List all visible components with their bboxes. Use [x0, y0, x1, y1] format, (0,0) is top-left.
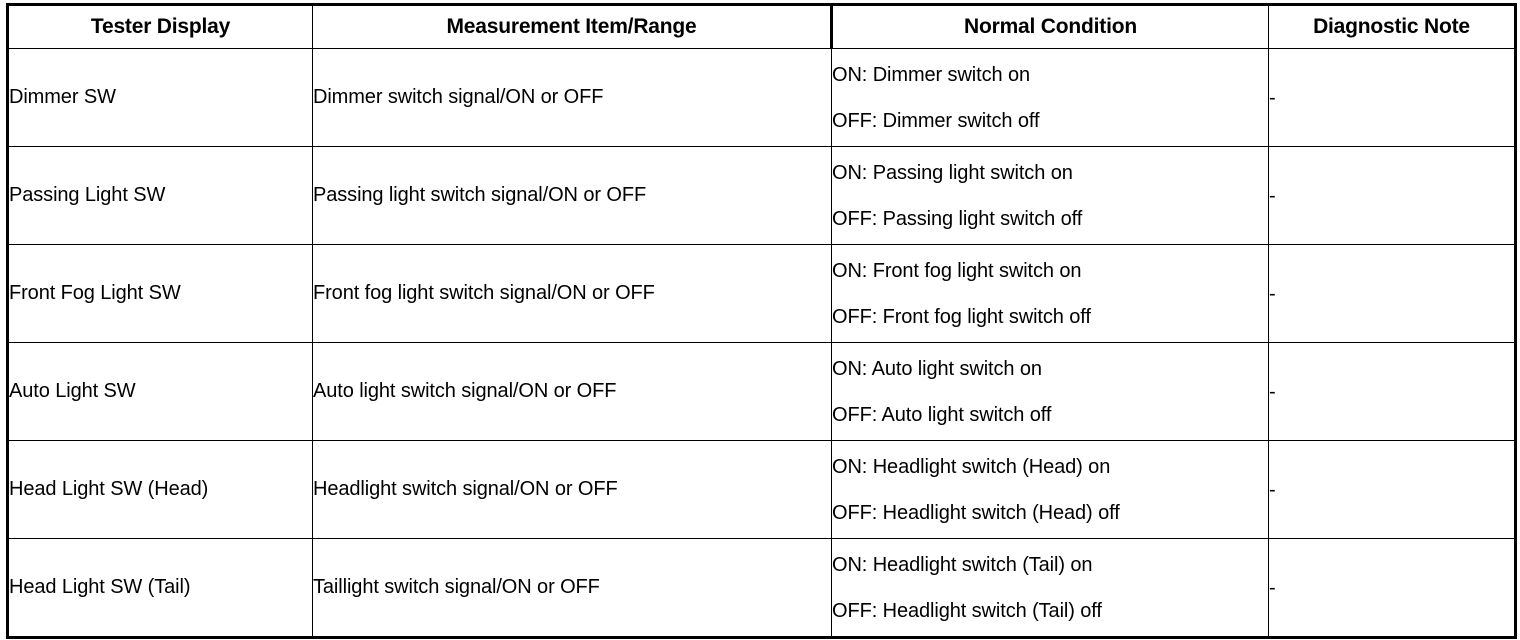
normal-condition-off: OFF: Auto light switch off	[832, 403, 1052, 426]
cell-normal-condition: ON: Auto light switch on OFF: Auto light…	[831, 342, 1269, 441]
cell-normal-condition: ON: Headlight switch (Tail) on OFF: Head…	[831, 538, 1269, 638]
diagnostic-note-value: -	[1269, 576, 1276, 599]
normal-condition-off: OFF: Headlight switch (Head) off	[832, 501, 1120, 524]
cell-diagnostic-note: -	[1268, 244, 1516, 343]
normal-condition-lines: ON: Headlight switch (Tail) on OFF: Head…	[832, 555, 1268, 621]
column-header-tester-display: Tester Display	[7, 4, 313, 49]
cell-measurement-item-range: Front fog light switch signal/ON or OFF	[312, 244, 832, 343]
header-row: Tester Display Measurement Item/Range No…	[7, 4, 1516, 49]
cell-normal-condition: ON: Passing light switch on OFF: Passing…	[831, 146, 1269, 245]
table-row: Passing Light SW Passing light switch si…	[7, 146, 1516, 245]
diagnostic-note-value: -	[1269, 282, 1276, 305]
table-header: Tester Display Measurement Item/Range No…	[7, 4, 1516, 49]
table-row: Head Light SW (Head) Headlight switch si…	[7, 440, 1516, 539]
cell-measurement-item-range: Taillight switch signal/ON or OFF	[312, 538, 832, 638]
column-header-diagnostic-note: Diagnostic Note	[1268, 4, 1516, 49]
cell-measurement-item-range: Headlight switch signal/ON or OFF	[312, 440, 832, 539]
table-row: Dimmer SW Dimmer switch signal/ON or OFF…	[7, 48, 1516, 147]
normal-condition-on: ON: Dimmer switch on	[832, 63, 1031, 86]
cell-diagnostic-note: -	[1268, 440, 1516, 539]
table-row: Head Light SW (Tail) Taillight switch si…	[7, 538, 1516, 638]
cell-tester-display: Passing Light SW	[7, 146, 313, 245]
cell-diagnostic-note: -	[1268, 146, 1516, 245]
normal-condition-lines: ON: Auto light switch on OFF: Auto light…	[832, 359, 1268, 425]
cell-tester-display: Dimmer SW	[7, 48, 313, 147]
normal-condition-lines: ON: Headlight switch (Head) on OFF: Head…	[832, 457, 1268, 523]
normal-condition-on: ON: Front fog light switch on	[832, 259, 1082, 282]
normal-condition-on: ON: Passing light switch on	[832, 161, 1073, 184]
normal-condition-on: ON: Headlight switch (Tail) on	[832, 553, 1093, 576]
cell-normal-condition: ON: Dimmer switch on OFF: Dimmer switch …	[831, 48, 1269, 147]
diagnostic-note-value: -	[1269, 184, 1276, 207]
normal-condition-off: OFF: Passing light switch off	[832, 207, 1083, 230]
table-row: Auto Light SW Auto light switch signal/O…	[7, 342, 1516, 441]
cell-tester-display: Auto Light SW	[7, 342, 313, 441]
diagnostic-note-value: -	[1269, 478, 1276, 501]
normal-condition-on: ON: Headlight switch (Head) on	[832, 455, 1111, 478]
column-header-measurement-item-range: Measurement Item/Range	[312, 4, 832, 49]
cell-normal-condition: ON: Headlight switch (Head) on OFF: Head…	[831, 440, 1269, 539]
cell-diagnostic-note: -	[1268, 538, 1516, 638]
cell-measurement-item-range: Auto light switch signal/ON or OFF	[312, 342, 832, 441]
cell-diagnostic-note: -	[1268, 48, 1516, 147]
cell-tester-display: Head Light SW (Head)	[7, 440, 313, 539]
cell-tester-display: Head Light SW (Tail)	[7, 538, 313, 638]
normal-condition-off: OFF: Front fog light switch off	[832, 305, 1091, 328]
cell-tester-display: Front Fog Light SW	[7, 244, 313, 343]
cell-measurement-item-range: Passing light switch signal/ON or OFF	[312, 146, 832, 245]
normal-condition-lines: ON: Passing light switch on OFF: Passing…	[832, 163, 1268, 229]
column-header-normal-condition: Normal Condition	[830, 4, 1269, 49]
cell-normal-condition: ON: Front fog light switch on OFF: Front…	[831, 244, 1269, 343]
normal-condition-off: OFF: Dimmer switch off	[832, 109, 1040, 132]
cell-diagnostic-note: -	[1268, 342, 1516, 441]
table-body: Dimmer SW Dimmer switch signal/ON or OFF…	[7, 48, 1516, 638]
normal-condition-on: ON: Auto light switch on	[832, 357, 1042, 380]
table-row: Front Fog Light SW Front fog light switc…	[7, 244, 1516, 343]
tester-display-spec-table: Tester Display Measurement Item/Range No…	[6, 3, 1517, 639]
normal-condition-lines: ON: Dimmer switch on OFF: Dimmer switch …	[832, 65, 1268, 131]
normal-condition-off: OFF: Headlight switch (Tail) off	[832, 599, 1102, 622]
normal-condition-lines: ON: Front fog light switch on OFF: Front…	[832, 261, 1268, 327]
cell-measurement-item-range: Dimmer switch signal/ON or OFF	[312, 48, 832, 147]
diagnostic-note-value: -	[1269, 86, 1276, 109]
diagnostic-note-value: -	[1269, 380, 1276, 403]
